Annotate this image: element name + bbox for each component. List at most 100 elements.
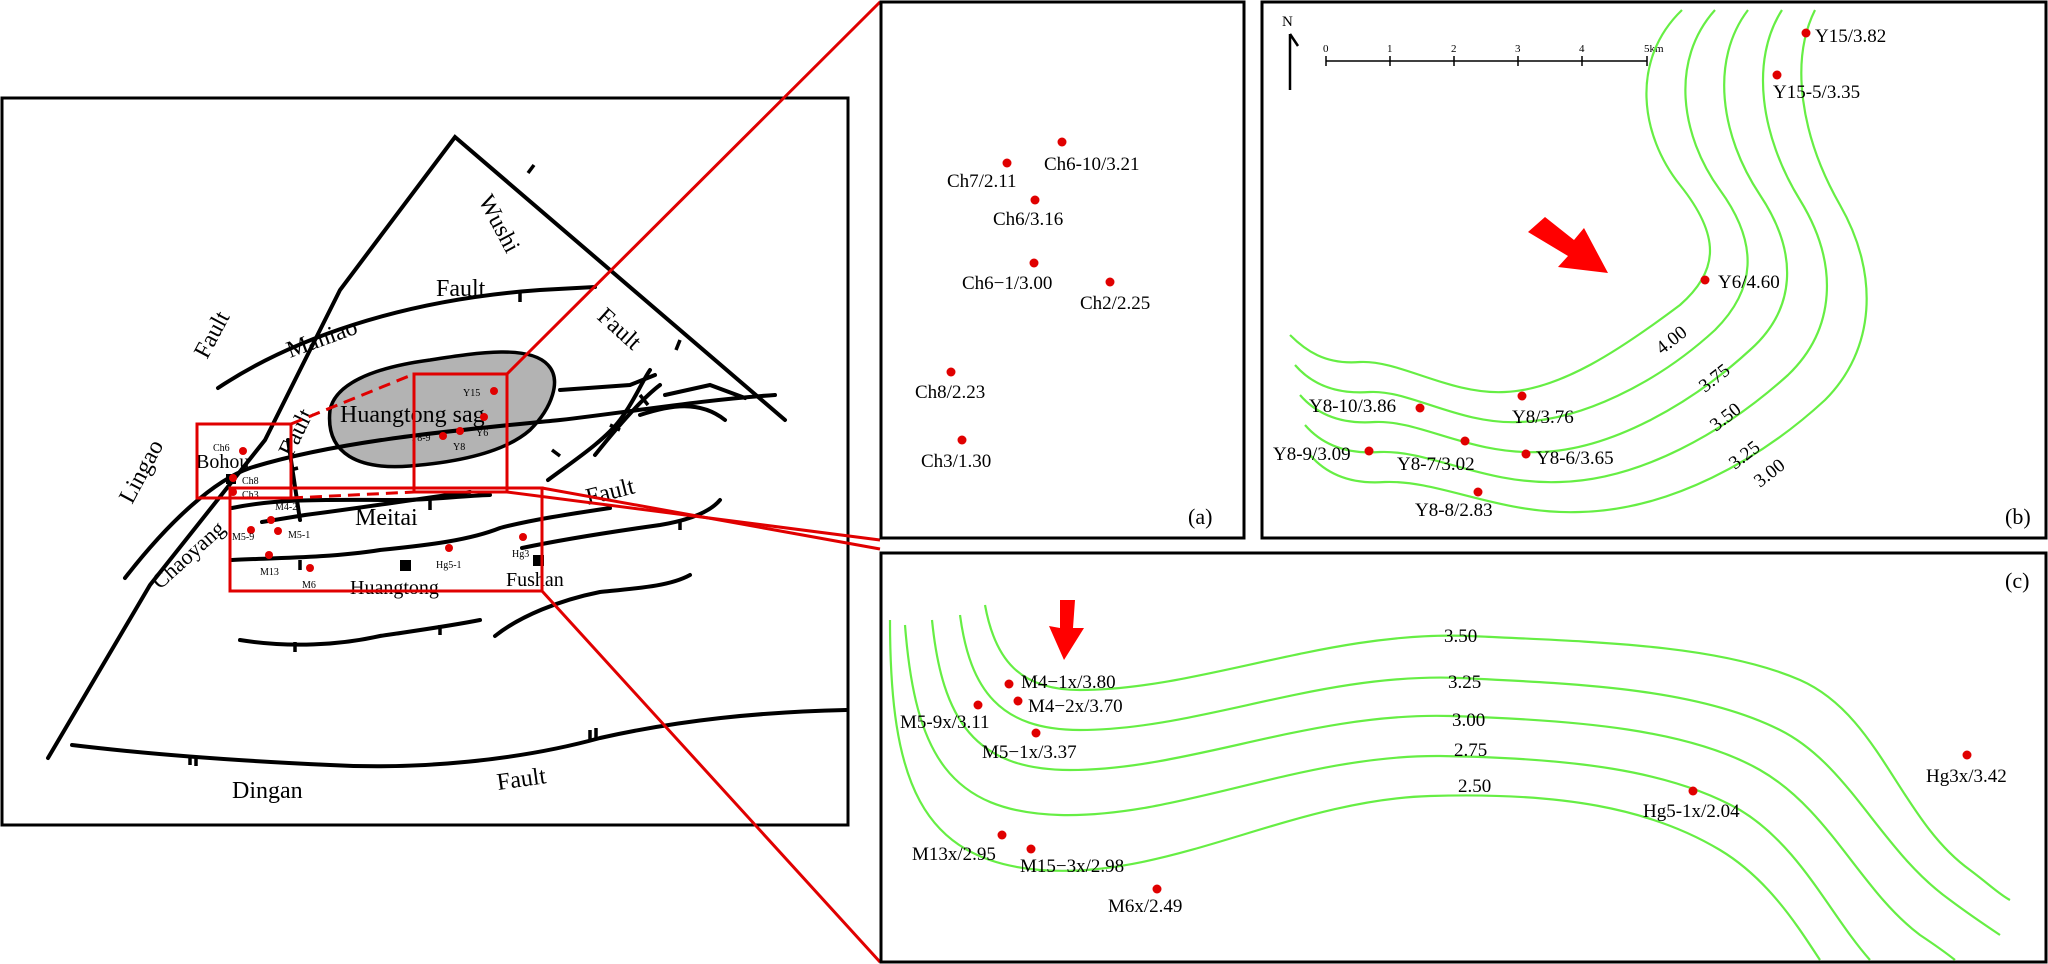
- contour-label: 3.00: [1452, 710, 1485, 731]
- town-marker-huangtong: [400, 560, 411, 571]
- contour-3-25: [958, 614, 2001, 936]
- fault-label-wushi: Wushi: [473, 191, 525, 258]
- fault-branch-2: [593, 383, 662, 457]
- well-label: M4−2x/3.70: [1028, 696, 1123, 717]
- well-dot: [1057, 137, 1067, 147]
- well-label: Y8-8/2.83: [1415, 500, 1493, 521]
- well-dot: [490, 387, 498, 395]
- well-dot: [1517, 391, 1527, 401]
- overview-map: Wushi Fault Maniao Fault Lingao Fault Fa…: [0, 96, 850, 827]
- huangtong-fault: [230, 506, 612, 562]
- well-label: Y15/3.82: [1815, 26, 1886, 47]
- well-dot: [480, 413, 488, 421]
- panel-c-frame: [879, 551, 2048, 964]
- contour-label: 3.75: [1695, 360, 1734, 397]
- well-label: M4−1x/3.80: [1021, 672, 1116, 693]
- well-dot: [306, 564, 314, 572]
- well-label: Y6/4.60: [1718, 272, 1780, 293]
- north-label: N: [1282, 14, 1293, 30]
- panel-c-tag: (c): [2005, 568, 2029, 593]
- well-dot: [997, 830, 1007, 840]
- well-label: Ch7/2.11: [947, 171, 1017, 192]
- well-dot: [265, 551, 273, 559]
- well-dot: [1013, 696, 1023, 706]
- town-marker-fushan: [533, 555, 544, 566]
- well-label: Y8-9/3.09: [1273, 444, 1351, 465]
- well-dot: [519, 533, 527, 541]
- well-dot: [1031, 728, 1041, 738]
- area-label-huangtong: Huangtong: [350, 577, 439, 599]
- well-dot: [973, 700, 983, 710]
- well-label: Hg3x/3.42: [1926, 766, 2007, 787]
- panel-a-tag: (a): [1188, 504, 1212, 529]
- well-dot: [1364, 446, 1374, 456]
- well-label: Hg5-1: [436, 560, 462, 571]
- well-label: Ch3/1.30: [921, 451, 991, 472]
- well-label: M6x/2.49: [1108, 896, 1182, 917]
- contour-label: 3.00: [1750, 455, 1789, 492]
- connector-dashed-top: [290, 372, 415, 426]
- contour-label: 3.50: [1444, 626, 1477, 647]
- dingan-fault: [70, 708, 848, 769]
- well-label: M13x/2.95: [912, 844, 996, 865]
- well-dot: [1688, 786, 1698, 796]
- well-dot: [1152, 884, 1162, 894]
- well-dot: [274, 527, 282, 535]
- fault-ticks: [188, 163, 682, 766]
- well-label: Y6: [476, 428, 488, 439]
- fushan-fault: [520, 498, 722, 550]
- fault-branch-3: [558, 373, 657, 392]
- well-label: Hg5-1x/2.04: [1643, 801, 1740, 822]
- fault-branch-5: [638, 404, 727, 422]
- well-label: M4-2: [275, 502, 297, 513]
- well-label: Ch6−1/3.00: [962, 273, 1052, 294]
- well-dot: [1002, 158, 1012, 168]
- well-dot: [456, 427, 464, 435]
- panel-b-wells: Y15/3.82 Y15-5/3.35 Y6/4.60 Y8/3.76 Y8-1…: [1273, 26, 1886, 521]
- fault-branch-1: [546, 368, 652, 482]
- well-label: M5-9x/3.11: [900, 712, 990, 733]
- fault-label-maniao-fault: Fault: [436, 276, 486, 302]
- contour-2-75: [903, 624, 1871, 961]
- well-label: Y8: [453, 442, 465, 453]
- panel-b-contours: [1289, 9, 1868, 514]
- area-label-bohou: Bohou: [196, 451, 249, 473]
- contour-label: 3.25: [1448, 672, 1481, 693]
- fault-label-lingao: Lingao: [114, 436, 169, 508]
- panel-c-contours: [888, 604, 2011, 961]
- well-label: M5-9: [232, 532, 254, 543]
- contour-2-50: [888, 619, 1821, 961]
- contour-3-75: [1294, 9, 1749, 424]
- overview-frame: [0, 96, 850, 827]
- well-dot: [1460, 436, 1470, 446]
- contour-3-00: [1309, 9, 1868, 514]
- contour-3-00: [930, 619, 1956, 961]
- well-dot: [247, 526, 255, 534]
- well-label: M5-1: [288, 530, 310, 541]
- well-label: Ch6/3.16: [993, 209, 1063, 230]
- south-fault-1: [238, 618, 482, 647]
- well-dot: [1105, 277, 1115, 287]
- well-dot: [1415, 403, 1425, 413]
- panel-a-frame: [879, 0, 1246, 540]
- well-label: Ch2/2.25: [1080, 293, 1150, 314]
- well-dot: [1026, 844, 1036, 854]
- well-label: Ch3: [242, 490, 259, 501]
- well-label: Y15-5/3.35: [1773, 82, 1860, 103]
- well-dot: [957, 435, 967, 445]
- panel-b: (b) N 0 1 2 3 4 5km 4.: [1260, 0, 2048, 540]
- fault-label-dingan-fault: Fault: [495, 763, 548, 796]
- panel-c-contour-labels: 3.50 3.25 3.00 2.75 2.50: [1444, 626, 1491, 797]
- contour-label: 2.50: [1458, 776, 1491, 797]
- well-dot: [1801, 28, 1811, 38]
- well-dot: [1004, 679, 1014, 689]
- fault-label-dingan: Dingan: [232, 778, 303, 804]
- contour-3-50: [1299, 9, 1789, 454]
- contour-3-25: [1304, 9, 1829, 484]
- well-label: M13: [260, 567, 279, 578]
- area-label-huangtong-sag: Huangtong sag: [340, 402, 485, 428]
- scale-tick-label: 1: [1387, 43, 1393, 55]
- well-dot: [1030, 195, 1040, 205]
- scale-tick-label: 2: [1451, 43, 1457, 55]
- flow-arrow-icon: [1528, 217, 1608, 273]
